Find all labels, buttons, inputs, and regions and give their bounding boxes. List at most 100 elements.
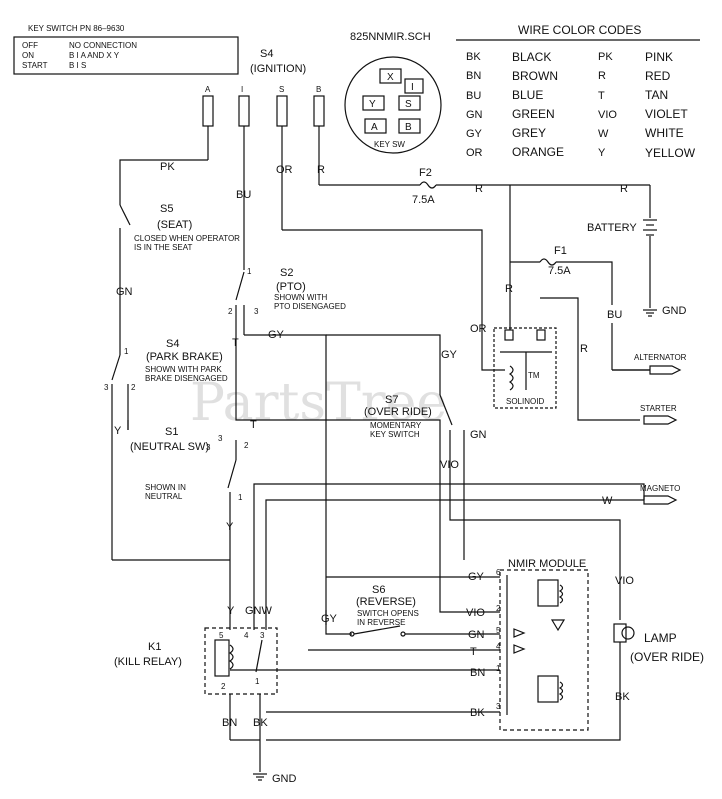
- ignition-title: S4: [260, 48, 273, 60]
- wire-label-y: Y: [226, 521, 234, 533]
- magneto-connector: MAGNETO: [640, 484, 680, 505]
- ignition-switch: S4 (IGNITION) A I S B: [202, 48, 325, 270]
- s7-switch-blade: [439, 394, 453, 426]
- legend-name: GREEN: [512, 107, 555, 121]
- socket-b: B: [405, 122, 412, 133]
- key-row-pos: START: [22, 61, 48, 70]
- socket-s: S: [405, 99, 412, 110]
- ignition-subtitle: (IGNITION): [250, 63, 306, 75]
- k1-title: K1: [148, 641, 161, 653]
- wire-label-gy: GY: [468, 571, 485, 583]
- wire-label-gn: GN: [470, 429, 487, 441]
- wire-label-gn: GN: [468, 629, 485, 641]
- fuse-f2-label: F2: [419, 167, 432, 179]
- legend-name: WHITE: [645, 126, 684, 140]
- wire-label-or: OR: [470, 323, 487, 335]
- s7-note: KEY SWITCH: [370, 430, 420, 439]
- legend-code: PK: [598, 51, 613, 63]
- wire-label-y: Y: [227, 605, 235, 617]
- wire-label-t: T: [232, 337, 239, 349]
- fuse-f1-rating: 7.5A: [548, 265, 571, 277]
- terminal-label: B: [316, 85, 321, 94]
- legend-code: OR: [466, 147, 483, 159]
- legend-code: BN: [466, 70, 481, 82]
- legend-name: RED: [645, 69, 671, 83]
- wire-label-bk: BK: [470, 707, 485, 719]
- battery-label: BATTERY: [587, 222, 637, 234]
- legend-code: BU: [466, 90, 481, 102]
- lamp-title: LAMP: [644, 631, 677, 645]
- legend-name: BLUE: [512, 88, 543, 102]
- pin-label: 2: [131, 383, 136, 392]
- s1-sub: (NEUTRAL SW): [130, 441, 209, 453]
- legend-code: Y: [598, 147, 606, 159]
- starter-connector: STARTER: [640, 404, 678, 425]
- pin-label: 3: [206, 443, 211, 452]
- wire-label-w: W: [602, 495, 613, 507]
- s4-park-brake-note: BRAKE DISENGAGED: [145, 374, 228, 383]
- pin-label: 2: [496, 604, 501, 613]
- s5-switch-blade: [119, 204, 131, 226]
- s7-sub: (OVER RIDE): [364, 406, 432, 418]
- wire-label-r: R: [505, 283, 513, 295]
- terminal-I: [238, 95, 250, 127]
- s4-park-brake-blade: [111, 354, 121, 381]
- legend-code: T: [598, 90, 605, 102]
- pin-label: 3: [218, 434, 223, 443]
- wire-label-y: Y: [114, 425, 122, 437]
- wire-label-bk: BK: [615, 691, 630, 703]
- wire-color-legend: WIRE COLOR CODES BK BLACK BN BROWN BU BL…: [456, 23, 700, 160]
- legend-name: PINK: [645, 50, 673, 64]
- solenoid-label: SOLINOID: [506, 397, 544, 406]
- schematic-id: 825NNMIR.SCH: [350, 31, 431, 43]
- s7-note: MOMENTARY: [370, 421, 422, 430]
- pin-label: 3: [260, 631, 265, 640]
- module-title: NMIR MODULE: [508, 558, 586, 570]
- key-switch-box: [13, 36, 239, 75]
- s4-park-brake-title: S4: [166, 338, 179, 350]
- legend-name: BROWN: [512, 69, 558, 83]
- legend-name: VIOLET: [645, 107, 688, 121]
- wire-label-bu: BU: [236, 189, 251, 201]
- s2-note: SHOWN WITH: [274, 293, 328, 302]
- pin-label: 5: [496, 626, 501, 635]
- magneto-label: MAGNETO: [640, 484, 680, 493]
- fuse-f2-rating: 7.5A: [412, 194, 435, 206]
- solenoid: SOLINOID: [493, 327, 557, 409]
- key-row-pos: OFF: [22, 41, 38, 50]
- terminal-S: [276, 95, 288, 127]
- key-row-conn: B I S: [69, 61, 86, 70]
- terminal-label: A: [205, 85, 211, 94]
- key-switch-title: KEY SWITCH PN 86–9630: [28, 24, 125, 33]
- alternator-label: ALTERNATOR: [634, 353, 687, 362]
- legend-code: BK: [466, 51, 481, 63]
- pin-label: 3: [104, 383, 109, 392]
- legend-title: WIRE COLOR CODES: [518, 23, 641, 37]
- fuse-f1-label: F1: [554, 245, 567, 257]
- socket-a: A: [371, 122, 378, 133]
- pin-label: 6: [496, 568, 501, 577]
- alternator-connector: ALTERNATOR: [612, 353, 687, 375]
- socket-caption: KEY SW: [374, 140, 405, 149]
- nmir-module: NMIR MODULE: [499, 558, 589, 731]
- wire-label-r: R: [317, 164, 325, 176]
- legend-name: YELLOW: [645, 146, 696, 160]
- legend-code: W: [598, 128, 609, 140]
- watermark: PartsTree: [190, 373, 447, 433]
- terminal-A: [202, 95, 214, 127]
- legend-code: R: [598, 70, 606, 82]
- legend-code: VIO: [598, 109, 617, 121]
- s1-note: SHOWN IN: [145, 483, 186, 492]
- gnd-label: GND: [272, 773, 297, 785]
- pin-label: 1: [238, 493, 243, 502]
- socket-i: I: [411, 82, 414, 93]
- s2-switch-blade: [235, 271, 245, 301]
- key-row-pos: ON: [22, 51, 34, 60]
- terminal-label: S: [279, 85, 284, 94]
- wire-label-pk: PK: [160, 161, 175, 173]
- pin-label: 2: [221, 682, 226, 691]
- wire-label-vio: VIO: [466, 607, 485, 619]
- wire-label-t: T: [250, 419, 257, 431]
